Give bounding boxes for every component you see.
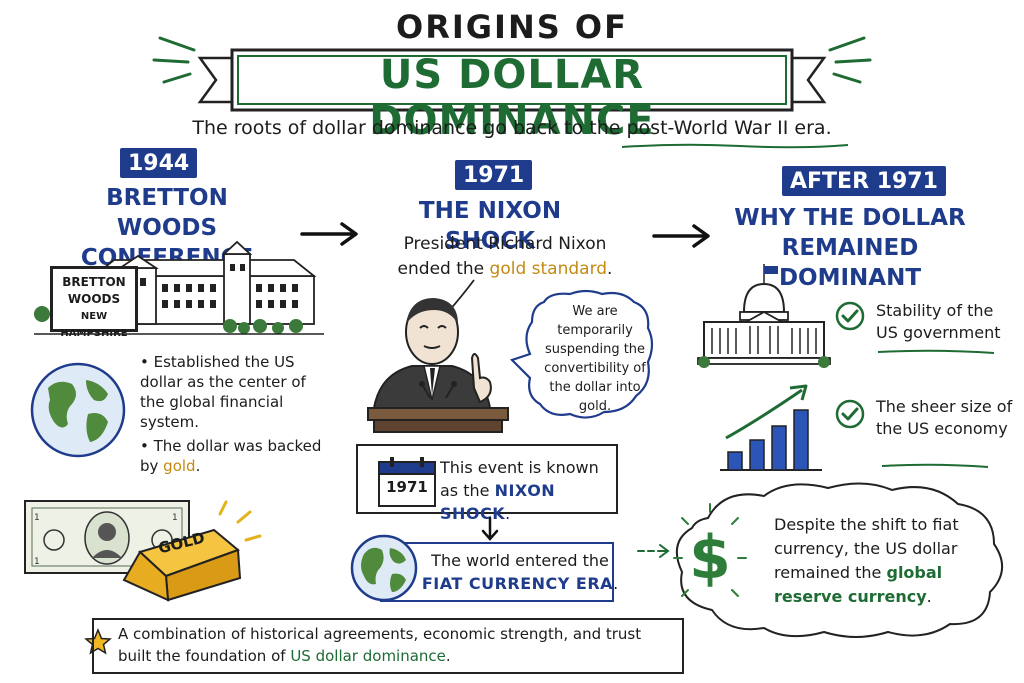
dollar-dominance-label: US dollar dominance	[290, 647, 446, 665]
arrow-down-icon	[481, 516, 499, 541]
check-icon	[835, 301, 865, 331]
fiat-era-label: FIAT CURRENCY ERA	[421, 574, 614, 593]
reason-stability: Stability of the US government	[876, 301, 1001, 342]
summary-text-c: .	[445, 647, 451, 665]
bullet-text-2a: The dollar was backed by	[140, 437, 322, 475]
year-badge-1944: 1944	[120, 148, 198, 178]
underline-decoration	[877, 349, 995, 354]
bullet-text-2c: .	[195, 457, 201, 475]
underline-decoration	[881, 463, 989, 468]
nixon-description: President Richard Nixon ended the gold s…	[380, 232, 630, 282]
sign-line-2: WOODS	[67, 292, 121, 306]
global-reserve-label: global reserve currency	[774, 563, 943, 606]
bullet-text-gold: gold	[163, 457, 196, 475]
svg-text:1: 1	[34, 557, 40, 567]
arrow-right-icon	[300, 222, 358, 246]
svg-text:1: 1	[34, 513, 40, 523]
summary-box	[92, 618, 684, 674]
bar-chart-icon	[720, 384, 822, 471]
sign-line-3: NEW HAMPSHIRE	[60, 311, 128, 339]
banner-ribbon-icon	[152, 36, 872, 112]
nixon-text-a: President Richard Nixon ended the	[397, 234, 607, 279]
sign-line-1: BRETTON	[62, 275, 126, 289]
globe-icon	[350, 534, 418, 602]
hotel-icon	[34, 240, 324, 335]
reserve-currency-note: Despite the shift to fiat currency, the …	[774, 513, 984, 609]
bullet-backed-by-gold: • The dollar was backed by gold.	[140, 436, 330, 476]
year-badge-after-1971: AFTER 1971	[782, 166, 946, 196]
nixon-quote: We are temporarily suspending the conver…	[544, 304, 646, 414]
bullet-dot: •	[140, 353, 154, 371]
gold-bar-icon	[122, 500, 262, 602]
bretton-woods-sign: BRETTON WOODS NEW HAMPSHIRE	[50, 266, 138, 339]
cloud-text-a: Despite the shift to fiat currency, the …	[774, 515, 959, 582]
bullet-dot: •	[140, 437, 154, 455]
reason-economy-size: The sheer size of the US economy	[876, 397, 1013, 438]
nixon-portrait-icon	[367, 298, 509, 433]
capitol-icon	[697, 264, 831, 368]
event-text-a: This event is known as the	[440, 458, 599, 500]
calendar-icon	[378, 457, 436, 507]
section-title-nixon-shock: THE NIXON SHOCK	[418, 198, 562, 254]
cloud-callout-icon: $	[673, 482, 1003, 638]
arrow-right-icon	[652, 224, 710, 248]
event-description: This event is known as the NIXON SHOCK.	[440, 456, 620, 525]
event-text-c: .	[505, 504, 511, 523]
section-title-why-dominant: WHY THE DOLLAR REMAINED DOMINANT	[734, 205, 966, 291]
title-top: ORIGINS OF	[396, 8, 628, 46]
gold-standard-text: gold standard	[489, 259, 608, 279]
nixon-text-c: .	[607, 259, 613, 279]
fiat-description: The world entered the FIAT CURRENCY ERA.	[420, 549, 620, 595]
arrow-right-dashed-icon	[637, 544, 670, 558]
nixon-shock-label: NIXON SHOCK	[440, 481, 556, 523]
bullet-established: • Established the US dollar as the cente…	[140, 352, 330, 432]
calendar-year-label: 1971	[386, 478, 428, 496]
speech-bubble-icon	[510, 289, 654, 419]
cloud-text-c: .	[926, 587, 932, 606]
summary-text: A combination of historical agreements, …	[118, 623, 678, 667]
check-icon	[835, 399, 865, 429]
bullet-text-1: Established the US dollar as the center …	[140, 353, 306, 431]
fiat-text-c: .	[613, 574, 619, 593]
svg-text:1: 1	[172, 513, 178, 523]
year-badge-1971: 1971	[455, 160, 533, 190]
underline-decoration	[621, 143, 849, 149]
summary-text-a: A combination of historical agreements, …	[118, 625, 642, 665]
fiat-text-a: The world entered the	[431, 551, 609, 570]
svg-text:$: $	[689, 523, 731, 593]
subtitle: The roots of dollar dominance go back to…	[192, 117, 832, 139]
globe-icon	[30, 362, 126, 458]
page-title: US DOLLAR DOMINANCE	[369, 52, 655, 144]
nixon-shock-event-box	[356, 444, 618, 514]
